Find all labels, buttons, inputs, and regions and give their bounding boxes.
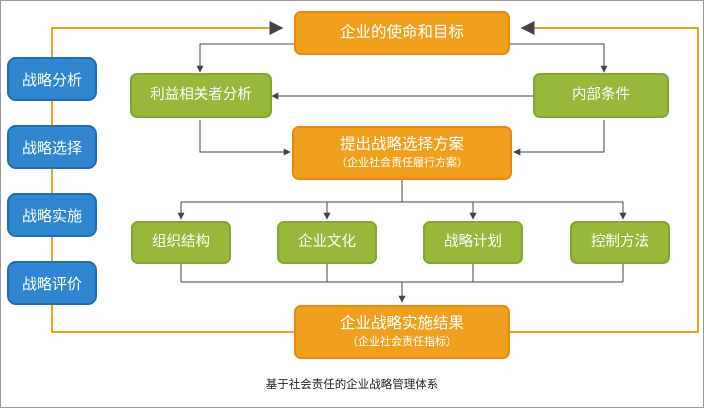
- stage-selection: 战略选择: [7, 125, 97, 169]
- factor-label: 控制方法: [591, 234, 649, 251]
- mission-label: 企业的使命和目标: [339, 23, 464, 42]
- feedback-loop-left: [51, 21, 294, 333]
- arrow-mission-to-stakeholder: [196, 43, 294, 73]
- proposal-box: 提出战略选择方案 （企业社会责任履行方案）: [292, 126, 512, 180]
- factor-box-1: 组织结构: [131, 221, 231, 264]
- arrow-internal-to-proposal: [513, 120, 605, 156]
- feedback-loop-right: [510, 21, 699, 333]
- proposal-subtitle: （企业社会责任履行方案）: [336, 156, 468, 170]
- stage-label: 战略分析: [21, 70, 82, 89]
- stage-evaluation: 战略评价: [7, 261, 97, 305]
- factor-label: 组织结构: [152, 234, 210, 251]
- stakeholder-label: 利益相关者分析: [150, 87, 252, 104]
- factor-label: 企业文化: [298, 234, 356, 251]
- stage-analysis: 战略分析: [7, 57, 97, 101]
- factor-box-3: 战略计划: [423, 221, 523, 264]
- stage-label: 战略选择: [21, 138, 82, 157]
- internal-label: 内部条件: [572, 87, 630, 104]
- factor-box-4: 控制方法: [570, 221, 670, 264]
- result-box: 企业战略实施结果 （企业社会责任指标）: [294, 305, 510, 359]
- arrow-stakeholder-to-proposal: [199, 120, 291, 156]
- proposal-title: 提出战略选择方案: [339, 135, 464, 154]
- stage-label: 战略评价: [21, 274, 82, 293]
- mission-box: 企业的使命和目标: [294, 11, 510, 55]
- result-subtitle: （企业社会责任指标）: [347, 335, 457, 349]
- factor-label: 战略计划: [444, 234, 502, 251]
- figure-caption: 基于社会责任的企业战略管理体系: [265, 377, 439, 391]
- internal-box: 内部条件: [533, 73, 669, 118]
- result-title: 企业战略实施结果: [339, 314, 464, 333]
- arrow-mission-to-internal: [510, 43, 608, 73]
- stage-implementation: 战略实施: [7, 193, 97, 237]
- stage-label: 战略实施: [21, 206, 82, 225]
- factor-box-2: 企业文化: [277, 221, 377, 264]
- stakeholder-box: 利益相关者分析: [130, 73, 272, 118]
